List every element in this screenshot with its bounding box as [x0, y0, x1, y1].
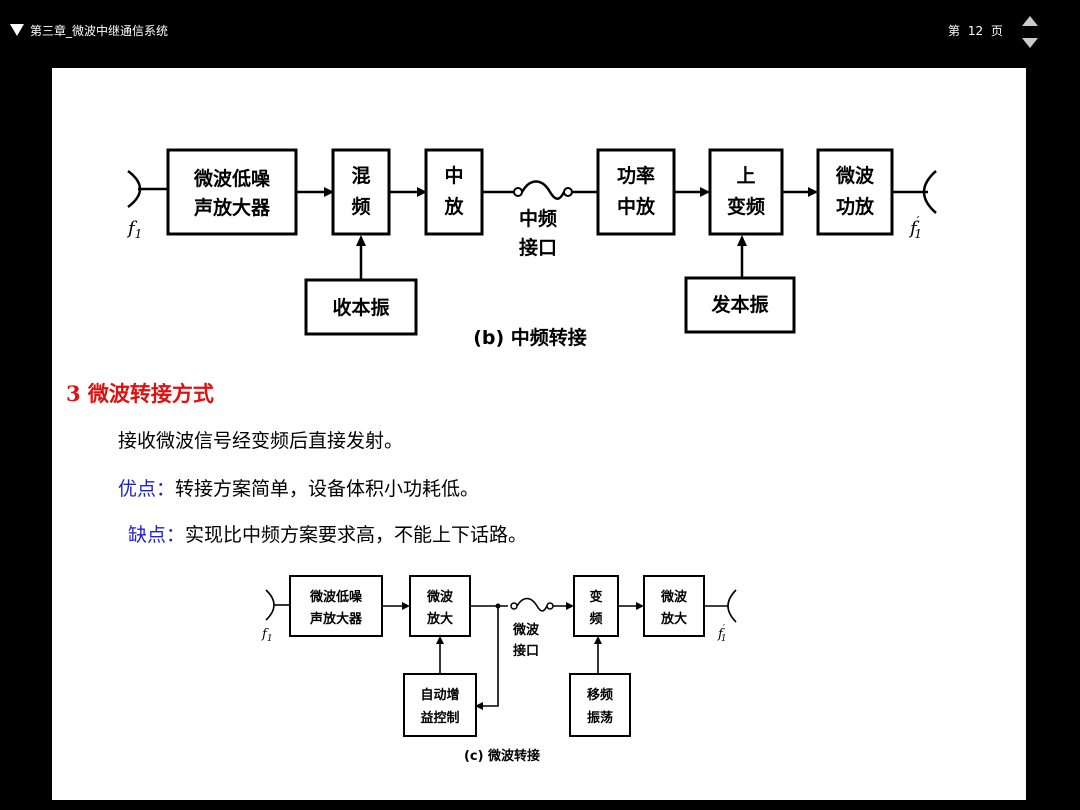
caption-c: (c) 微波转接 — [464, 748, 540, 764]
svg-text:收本振: 收本振 — [332, 296, 389, 319]
block-tx-local-osc: 发本振 — [684, 235, 796, 334]
antenna-rx-b — [127, 170, 168, 208]
block-shift-osc: 移频 振荡 — [569, 636, 631, 737]
caption-b: (b) 中频转接 — [473, 326, 587, 349]
svg-text:中放: 中放 — [617, 195, 656, 218]
block-agc: 自动增 益控制 — [403, 606, 499, 737]
svg-text:微波: 微波 — [426, 589, 454, 605]
cons-line: 缺点：实现比中频方案要求高，不能上下话路。 — [128, 520, 527, 547]
if-interface-b — [482, 180, 598, 200]
svg-text:声放大器: 声放大器 — [309, 611, 363, 627]
block-lna-c: 微波低噪 声放大器 — [289, 575, 383, 637]
svg-text:放大: 放大 — [660, 611, 687, 627]
block-mw-power-amp: 微波 功放 — [816, 148, 894, 236]
diagram-if-relay: f1 微波低噪 声放大器 混 频 中 放 中频 接口 — [126, 148, 937, 349]
top-bar: 第三章_微波中继通信系统 第 12 页 — [0, 0, 1080, 62]
section-heading: 3 微波转接方式 — [66, 381, 214, 406]
svg-text:放大: 放大 — [426, 611, 453, 627]
block-power-if-amp: 功率 中放 — [596, 148, 676, 236]
pros-text: 转接方案简单，设备体积小功耗低。 — [175, 478, 480, 500]
svg-text:振荡: 振荡 — [587, 710, 613, 726]
block-freq-shift: 变 频 — [573, 575, 619, 637]
svg-text:变: 变 — [589, 589, 602, 605]
slide-content: f1 微波低噪 声放大器 混 频 中 放 中频 接口 — [52, 68, 1026, 800]
block-lna-b: 微波低噪 声放大器 — [166, 148, 298, 236]
menu-dropdown-icon[interactable] — [10, 24, 24, 36]
svg-text:混: 混 — [351, 165, 370, 187]
svg-text:接口: 接口 — [519, 237, 557, 259]
previous-page-arrow-icon[interactable] — [1022, 16, 1038, 26]
svg-text:微波: 微波 — [835, 164, 875, 187]
block-mixer: 混 频 — [331, 148, 391, 236]
diagram-microwave-relay: f1 微波低噪 声放大器 微波 放大 微波 接口 变 频 — [261, 575, 737, 764]
next-page-arrow-icon[interactable] — [1022, 38, 1038, 48]
cons-text: 实现比中频方案要求高，不能上下话路。 — [185, 524, 528, 546]
svg-text:微波低噪: 微波低噪 — [309, 589, 363, 605]
svg-text:移频: 移频 — [587, 687, 613, 703]
cons-label: 缺点： — [128, 524, 186, 546]
svg-text:声放大器: 声放大器 — [193, 196, 271, 219]
svg-text:上: 上 — [736, 165, 755, 187]
svg-text:微波低噪: 微波低噪 — [193, 167, 271, 190]
f1-label-rx-c: f1 — [261, 627, 273, 644]
description-line: 接收微波信号经变频后直接发射。 — [118, 430, 404, 452]
chapter-title: 第三章_微波中继通信系统 — [30, 24, 169, 38]
block-if-amp: 中 放 — [424, 148, 484, 236]
svg-text:发本振: 发本振 — [710, 293, 768, 316]
antenna-rx-c — [265, 589, 290, 621]
svg-text:频: 频 — [351, 195, 370, 218]
svg-text:益控制: 益控制 — [420, 710, 459, 726]
svg-text:频: 频 — [589, 611, 602, 627]
svg-text:功放: 功放 — [836, 195, 875, 218]
svg-text:接口: 接口 — [513, 643, 539, 659]
pros-label: 优点： — [118, 478, 176, 500]
block-mw-amp-1: 微波 放大 — [409, 575, 471, 637]
f1-prime-label-tx-c: f′1 — [717, 624, 727, 644]
svg-text:中: 中 — [444, 164, 463, 187]
block-rx-local-osc: 收本振 — [304, 235, 418, 336]
antenna-tx-b — [892, 170, 937, 214]
page-indicator: 第 12 页 — [948, 24, 1003, 38]
block-mw-amp-2: 微波 放大 — [643, 575, 705, 637]
svg-text:自动增: 自动增 — [420, 687, 459, 703]
f1-prime-label-tx: f′1 — [908, 214, 922, 241]
antenna-tx-c — [704, 589, 737, 623]
svg-text:中频: 中频 — [519, 207, 557, 230]
block-upconverter: 上 变频 — [708, 148, 784, 236]
pros-line: 优点：转接方案简单，设备体积小功耗低。 — [118, 474, 479, 501]
svg-text:功率: 功率 — [617, 164, 655, 187]
svg-text:放: 放 — [443, 195, 464, 218]
svg-text:变频: 变频 — [727, 195, 765, 218]
svg-text:微波: 微波 — [512, 622, 540, 638]
f1-label-rx: f1 — [126, 218, 142, 241]
mw-interface — [470, 597, 574, 612]
svg-text:微波: 微波 — [660, 589, 688, 605]
